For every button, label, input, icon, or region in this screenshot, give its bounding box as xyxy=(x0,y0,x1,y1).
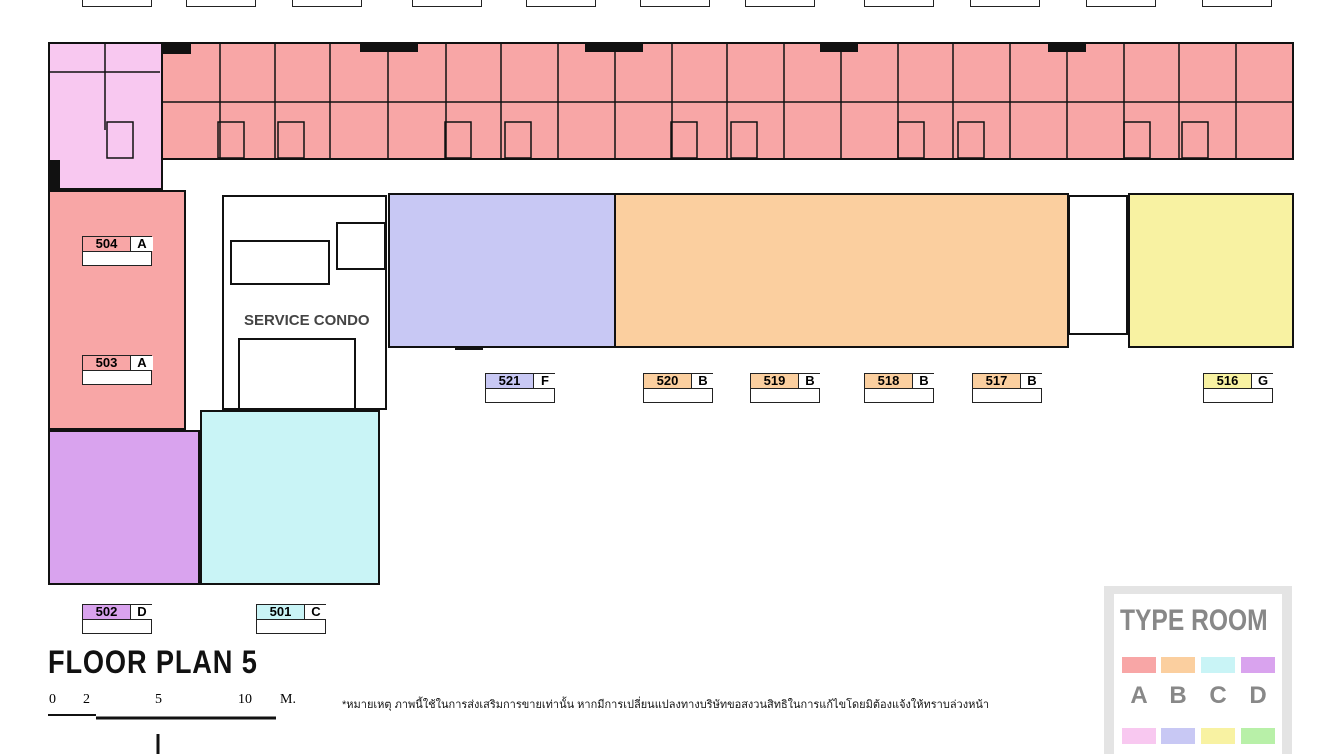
scale-tick: 0 xyxy=(49,692,56,707)
legend-letter-d: D xyxy=(1249,682,1267,709)
unit-number: 518 xyxy=(877,373,900,388)
lift-shaft-2 xyxy=(336,222,386,270)
unit-type: B xyxy=(912,374,935,388)
unit-label-503: 503 A xyxy=(82,355,153,385)
unit-517-520 xyxy=(614,193,1069,348)
unit-label-516: 516 G xyxy=(1203,373,1274,403)
unit-503-504 xyxy=(48,190,186,430)
top-label-box xyxy=(412,0,482,7)
top-label-box xyxy=(82,0,152,7)
scale-tick: 5 xyxy=(155,692,162,707)
unit-number: 504 xyxy=(95,236,118,251)
unit-type: A xyxy=(130,237,153,251)
legend-swatch-c xyxy=(1201,657,1235,673)
unit-type: B xyxy=(1020,374,1043,388)
scale-tick: 2 xyxy=(83,692,90,707)
legend-letter-a: A xyxy=(1130,682,1148,709)
unit-number: 520 xyxy=(656,373,679,388)
unit-type: B xyxy=(798,374,821,388)
top-label-box xyxy=(1086,0,1156,7)
unit-label-502: 502 D xyxy=(82,604,153,634)
unit-521 xyxy=(388,193,616,348)
unit-type: D xyxy=(130,605,153,619)
stair-core xyxy=(238,338,356,410)
legend-swatch-e xyxy=(1122,728,1156,744)
unit-type: B xyxy=(691,374,714,388)
unit-number: 501 xyxy=(269,604,292,619)
unit-label-518: 518 B xyxy=(864,373,935,403)
lift-shaft xyxy=(230,240,330,285)
unit-label-504: 504 A xyxy=(82,236,153,266)
top-label-box xyxy=(640,0,710,7)
unit-number: 516 xyxy=(1216,373,1239,388)
unit-label-519: 519 B xyxy=(750,373,821,403)
legend-swatch-a xyxy=(1122,657,1156,673)
legend-letter-c: C xyxy=(1209,682,1227,709)
page-title: FLOOR PLAN 5 xyxy=(48,644,258,680)
type-room-legend: TYPE ROOM A B C D xyxy=(1104,586,1292,754)
unit-type: G xyxy=(1251,374,1274,388)
unit-number: 521 xyxy=(498,373,521,388)
service-condo-label: SERVICE CONDO xyxy=(244,312,370,329)
unit-label-520: 520 B xyxy=(643,373,714,403)
legend-swatch-d xyxy=(1241,657,1275,673)
unit-label-501: 501 C xyxy=(256,604,327,634)
unit-number: 519 xyxy=(763,373,786,388)
disclaimer-note: *หมายเหตุ ภาพนี้ใช้ในการส่งเสริมการขายเท… xyxy=(342,699,990,711)
unit-number: 517 xyxy=(985,373,1008,388)
legend-swatch-g xyxy=(1201,728,1235,744)
unit-label-521: 521 F xyxy=(485,373,556,403)
top-label-box xyxy=(970,0,1040,7)
top-label-box xyxy=(186,0,256,7)
top-label-box xyxy=(1202,0,1272,7)
unit-type: A xyxy=(130,356,153,370)
legend-panel xyxy=(1114,594,1282,754)
unit-type: C xyxy=(304,605,327,619)
scale-line xyxy=(48,714,276,754)
top-label-box xyxy=(864,0,934,7)
top-label-box xyxy=(292,0,362,7)
unit-number: 502 xyxy=(95,604,118,619)
scale-tick: 10 xyxy=(238,692,252,707)
legend-swatch-f xyxy=(1161,728,1195,744)
unit-type: F xyxy=(533,374,556,388)
legend-swatch-h xyxy=(1241,728,1275,744)
unit-502 xyxy=(48,430,200,585)
legend-title: TYPE ROOM xyxy=(1120,604,1268,637)
legend-swatch-b xyxy=(1161,657,1195,673)
legend-letter-b: B xyxy=(1169,682,1187,709)
top-label-box xyxy=(745,0,815,7)
unit-501 xyxy=(200,410,380,585)
stair-core-3 xyxy=(1068,195,1128,335)
top-label-box xyxy=(526,0,596,7)
unit-number: 503 xyxy=(95,355,118,370)
unit-516 xyxy=(1128,193,1294,348)
scale-unit: M. xyxy=(280,692,296,707)
unit-label-517: 517 B xyxy=(972,373,1043,403)
